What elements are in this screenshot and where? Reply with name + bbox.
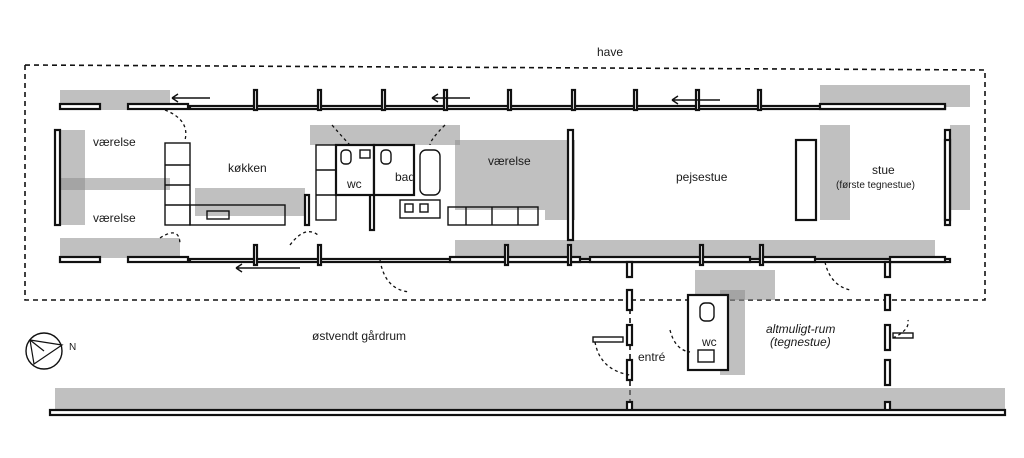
label-wc-annex: wc (701, 335, 717, 349)
door-swings (159, 109, 909, 376)
compass-icon (25, 332, 64, 370)
label-room-top-left: værelse (93, 135, 136, 149)
sliding-arrows (171, 93, 720, 273)
label-living-room: stue (872, 163, 895, 177)
stue-fixtures (794, 138, 952, 222)
label-courtyard: østvendt gårdrum (312, 329, 406, 343)
courtyard-wall (48, 408, 1007, 417)
label-room-middle: værelse (488, 154, 531, 168)
label-multi-room: altmuligt-rum (766, 322, 835, 336)
label-compass-north: N (69, 342, 76, 353)
shading (55, 85, 1005, 412)
label-bath: bad (395, 170, 415, 184)
site-boundary (24, 64, 986, 410)
label-living-room-note: (første tegnestue) (836, 180, 915, 191)
label-room-bottom-left: værelse (93, 211, 136, 225)
label-garden: have (597, 45, 623, 59)
label-kitchen: køkken (228, 161, 267, 175)
wc-bath-block (334, 143, 441, 219)
label-wc-main: wc (346, 177, 362, 191)
label-fireplace-room: pejsestue (676, 170, 728, 184)
label-multi-room-note: (tegnestue) (770, 335, 831, 349)
house-walls (53, 88, 952, 267)
label-entrance: entré (638, 350, 666, 364)
